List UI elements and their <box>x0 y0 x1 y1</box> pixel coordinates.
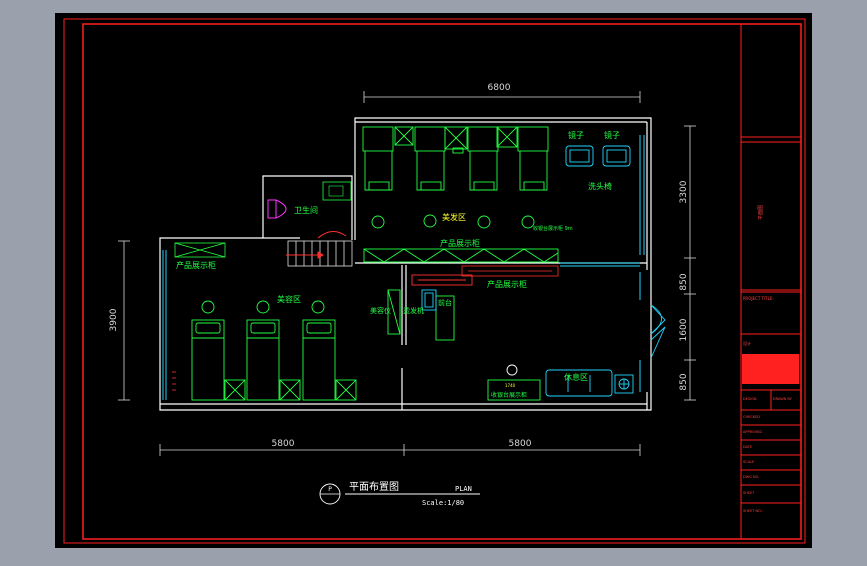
wash-chairs <box>565 145 631 167</box>
dim-right-850a: 850 <box>679 273 689 290</box>
sofa <box>545 369 634 397</box>
tb-field-6: DWG NO. <box>743 475 759 479</box>
mirror-a-label: 镜子 <box>568 130 584 140</box>
section-symbol-text: P <box>328 486 332 493</box>
cashier-label: 收银台展示柜 <box>491 391 527 399</box>
dim-bottom-left: 5800 <box>272 439 295 449</box>
top-hair-stations <box>362 126 549 229</box>
tb-field-2: CHECKED <box>743 415 760 419</box>
sheet-no-text: SHEET NO.: <box>743 509 763 513</box>
dim-left-height: 3900 <box>109 308 119 331</box>
outer-border <box>63 18 806 544</box>
dimension-lines <box>118 91 696 456</box>
dimension-labels: 6800 3300 850 1600 850 3900 5800 5800 <box>109 83 689 449</box>
tb-field-0: DESIGN <box>743 397 757 401</box>
drawing-name-text: 平面图 <box>758 205 764 220</box>
product-cabinet-left <box>174 242 226 258</box>
title-scale: Scale:1/80 <box>422 499 464 507</box>
dim-right-850b: 850 <box>679 373 689 390</box>
tb-field-3: APPROVED <box>743 430 762 434</box>
design-label-text: 设计 <box>743 340 751 346</box>
dim-bottom-right: 5800 <box>509 439 532 449</box>
tb-field-5: SCALE <box>743 460 754 464</box>
mirror-b-label: 镜子 <box>604 130 620 140</box>
glass-walls <box>162 135 645 400</box>
stamp-area <box>742 354 799 384</box>
stairs <box>287 240 353 267</box>
dim-top-width: 6800 <box>488 83 511 93</box>
sheet-background <box>55 13 812 548</box>
dim-right-1600: 1600 <box>679 318 689 341</box>
reception-area <box>387 274 473 341</box>
toilet-label: 卫生间 <box>294 205 318 215</box>
cashier-area <box>487 364 541 401</box>
dim-right-top: 3300 <box>679 180 689 203</box>
title-block <box>740 23 802 539</box>
wash-bed-label: 洗头椅 <box>588 181 612 191</box>
title-plan: PLAN <box>455 485 472 493</box>
left-beauty-stations <box>191 300 357 401</box>
product-cabinet-mid-label: 产品展示柜 <box>487 279 527 289</box>
product-cabinet-left-label: 产品展示柜 <box>176 260 216 270</box>
drawing-title: P 平面布置图 PLAN Scale:1/80 <box>319 481 480 507</box>
product-cabinet-mid <box>461 265 559 277</box>
beauty-top-label: 美发区 <box>442 212 466 222</box>
rest-area-label: 休息区 <box>564 372 588 382</box>
tb-field-7: SHEET <box>743 491 755 495</box>
product-cabinet-top-label: 产品展示柜 <box>440 238 480 248</box>
tb-field-4: DATE <box>743 445 752 449</box>
cabinet-small-label: 收银台展示柜 9m <box>533 225 573 232</box>
tb-field-1: DRAWN BY <box>773 397 793 401</box>
walls <box>159 117 652 411</box>
title-main: 平面布置图 <box>349 481 399 493</box>
title-block-text: 平面图 PROJECT TITLE: 设计 DESIGN DRAWN BY CH… <box>742 205 799 513</box>
hair-dryer-label: 烫发机 <box>403 306 424 315</box>
reception-label: 前台 <box>438 298 452 307</box>
product-cabinet-top <box>363 248 559 263</box>
left-red-marks <box>172 371 176 391</box>
project-label-text: PROJECT TITLE: <box>743 296 774 301</box>
toilet-door <box>286 231 347 259</box>
beauty-left-label: 美容区 <box>277 294 301 304</box>
cashier-small-label: 1740 <box>505 383 516 388</box>
toilet-fixtures: 卫生间 <box>267 181 352 219</box>
entrance-door <box>650 304 666 359</box>
instrument-label: 美容仪 <box>370 306 391 315</box>
